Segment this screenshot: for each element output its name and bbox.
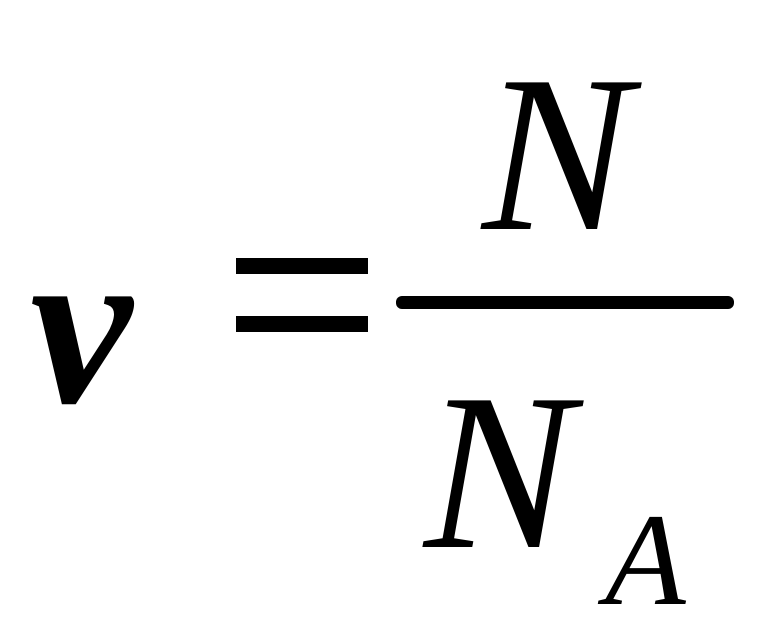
fraction-numerator: N bbox=[482, 30, 632, 278]
fraction-denominator: N bbox=[424, 348, 574, 596]
equals-sign-top-stroke bbox=[236, 258, 368, 274]
fraction-bar bbox=[396, 296, 734, 309]
denominator-subscript: A bbox=[605, 486, 686, 633]
lhs-symbol: ν bbox=[30, 197, 132, 452]
equals-sign-bottom-stroke bbox=[236, 316, 368, 332]
